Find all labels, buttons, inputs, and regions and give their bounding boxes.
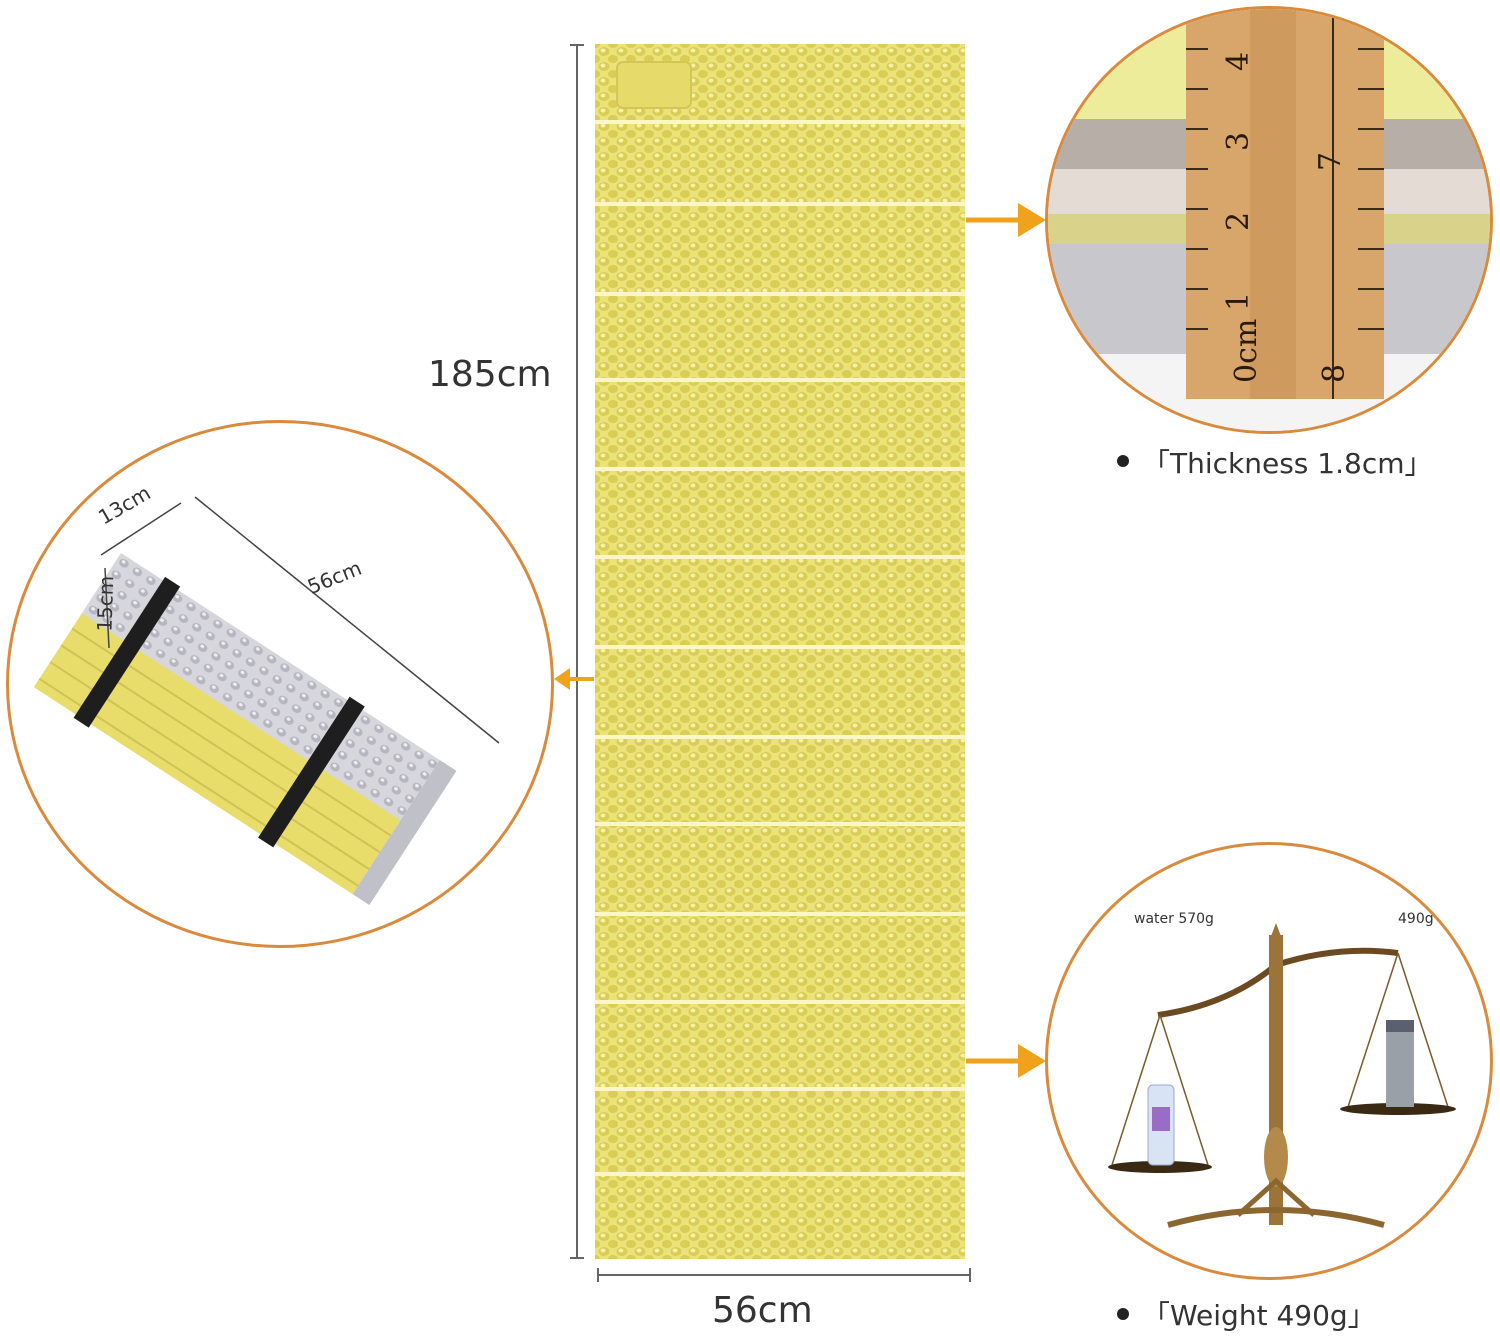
mat-weight-label: 490g <box>1398 911 1434 927</box>
water-label: water 570g <box>1134 911 1214 927</box>
thickness-caption: 「Thickness 1.8cm」 <box>1142 447 1433 480</box>
ruler-mark-1: 1 <box>1221 292 1256 311</box>
weight-caption: 「Weight 490g」 <box>1142 1299 1376 1332</box>
bullet-icon <box>1117 455 1129 467</box>
bullet-icon <box>1117 1308 1129 1320</box>
sleeping-mat <box>595 44 965 1259</box>
folded-56-label: 56cm <box>304 556 365 599</box>
ruler-mark-2: 2 <box>1221 212 1256 231</box>
arrow-right-icon <box>966 1044 1046 1078</box>
thickness-circle: 0cm 1 2 3 4 8 7 <box>1045 6 1493 434</box>
folded-15-label: 15cm <box>92 575 118 632</box>
ruler-mark-4: 4 <box>1221 52 1256 71</box>
height-dimension-line <box>570 44 584 1259</box>
arrow-right-icon <box>966 203 1046 237</box>
ruler-mark-7: 7 <box>1313 152 1348 171</box>
width-label: 56cm <box>712 1290 813 1331</box>
weight-circle: water 570g 490g <box>1045 842 1493 1280</box>
ruler-mark-8: 8 <box>1317 364 1352 383</box>
width-dimension-line <box>597 1268 971 1282</box>
folded-mat-circle: 13cm 56cm 15cm <box>6 420 554 948</box>
height-label: 185cm <box>428 354 552 395</box>
ruler-mark-0: 0cm <box>1229 319 1264 383</box>
folded-13-label: 13cm <box>94 481 154 530</box>
arrow-left-icon <box>554 666 596 692</box>
ruler-mark-3: 3 <box>1221 132 1256 151</box>
